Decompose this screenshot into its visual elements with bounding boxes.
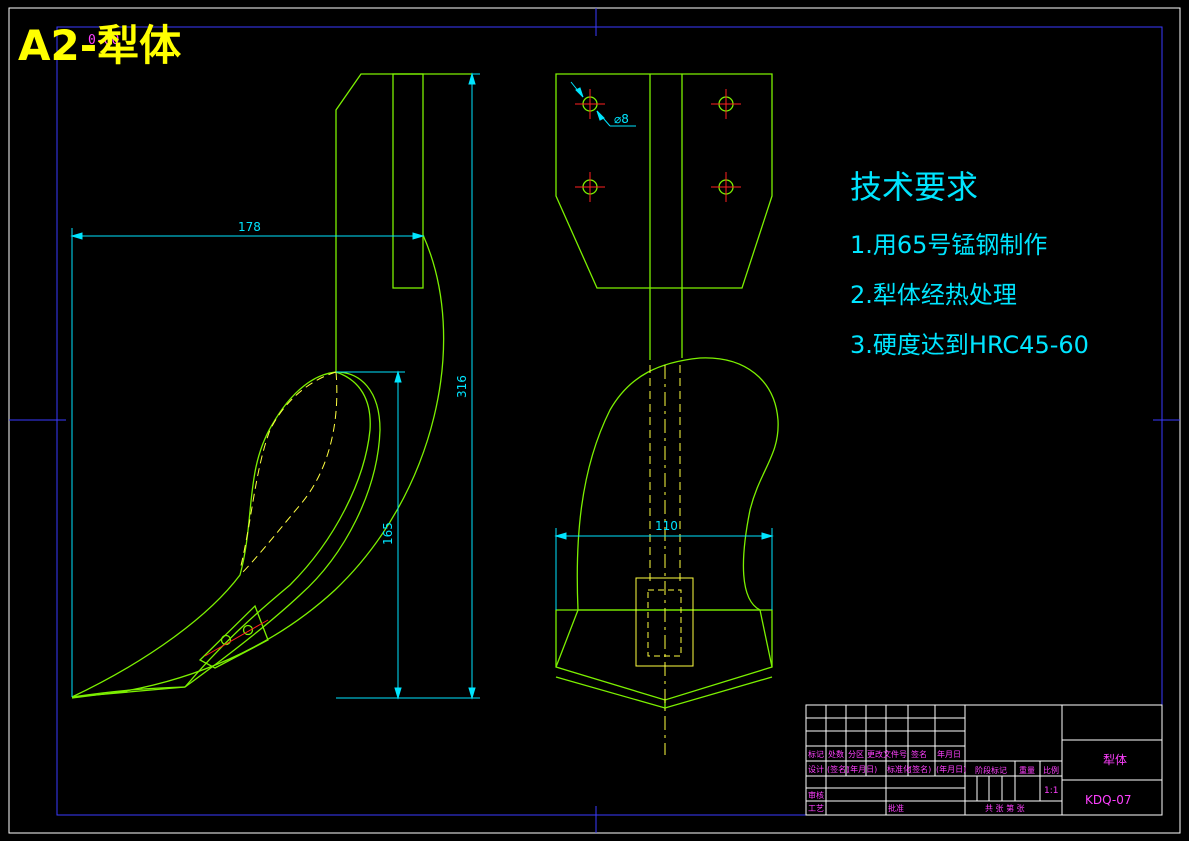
dim-316-arrow-top — [468, 72, 476, 85]
title-block — [805, 704, 1163, 816]
dim-165-arrow-bottom — [394, 687, 402, 700]
hidden-bolt-block-inner — [647, 589, 682, 657]
tb-part-name: 犁体 — [1103, 753, 1127, 767]
dim-178-arrow-right — [412, 232, 425, 240]
dim-165-arrow-top — [394, 370, 402, 383]
tb-stage: 阶段标记 — [975, 765, 1007, 775]
fastening-plate — [198, 604, 269, 669]
tech-item-1: 1.用65号锰钢制作 — [850, 231, 1047, 259]
tb-standard-sign: (签名) — [909, 764, 931, 774]
outer-border — [8, 7, 1181, 834]
dia-arrow-2 — [596, 110, 605, 121]
plate-hole-2 — [242, 624, 254, 636]
hidden-curve-2 — [239, 371, 337, 571]
inner-border — [56, 26, 1163, 816]
sheet-frame — [8, 7, 1181, 834]
dim-316-label: 316 — [455, 375, 469, 398]
tb-design-date: (年月日) — [847, 764, 877, 774]
dim-110-label: 110 — [655, 519, 678, 533]
dim-165-label: 165 — [381, 522, 395, 545]
share-side-left — [555, 609, 579, 668]
tb-drawing-no: KDQ-07 — [1085, 793, 1132, 807]
blade-back-curve — [71, 234, 445, 699]
hole-dia-label: ⌀8 — [614, 112, 629, 126]
shank-outline — [335, 73, 472, 372]
tb-label-change-doc: 更改文件号 — [867, 749, 907, 759]
plate-centerline — [204, 619, 269, 657]
share-outer — [71, 371, 381, 698]
tb-approve: 批准 — [888, 803, 904, 813]
share-tip-inner — [555, 676, 773, 709]
tb-design: 设计 — [808, 764, 824, 774]
tb-weight: 重量 — [1019, 765, 1035, 775]
share-inner — [184, 371, 371, 688]
tb-standard: 标准化 — [887, 764, 911, 774]
hidden-curve-1 — [239, 371, 338, 576]
tb-scale: 比例 — [1043, 765, 1059, 775]
technical-requirements: 技术要求 1.用65号锰钢制作 2.犁体经热处理 3.硬度达到HRC45-60 — [850, 168, 1089, 359]
shank-slot — [392, 73, 424, 289]
tech-item-3: 3.硬度达到HRC45-60 — [850, 331, 1089, 359]
tb-design-sign: (签名) — [827, 764, 849, 774]
front-view-dimensions — [554, 81, 774, 610]
tb-label-zone: 分区 — [848, 750, 864, 759]
dim-110-arrow-left — [554, 532, 567, 540]
dim-110-arrow-right — [761, 532, 774, 540]
share-side-right — [759, 609, 773, 668]
tb-review: 审核 — [808, 790, 824, 800]
tb-sheets: 共 张 第 张 — [985, 803, 1025, 813]
dia-arrow-1 — [575, 87, 584, 98]
tb-label-mark: 标记 — [808, 749, 824, 759]
dim-178-arrow-left — [70, 232, 83, 240]
drawing-title: A2-犁体 — [18, 21, 181, 70]
share-edge — [71, 686, 186, 698]
hidden-bolt-block-outer — [635, 577, 694, 667]
tech-item-2: 2.犁体经热处理 — [850, 281, 1017, 309]
front-view-centerlines — [575, 89, 741, 202]
tb-process: 工艺 — [808, 804, 824, 813]
front-view — [555, 73, 779, 709]
side-view-hidden — [239, 371, 338, 576]
tb-standard-date: (年月日) — [936, 764, 966, 774]
blade-outline — [576, 357, 779, 611]
dim-316-arrow-bottom — [468, 687, 476, 700]
title-block-text: 标记 处数 分区 更改文件号 签名 年月日 设计 (签名) (年月日) 标准化 … — [808, 749, 1132, 813]
title-block-frame — [805, 704, 1163, 816]
side-view-dimensions — [70, 72, 480, 700]
front-view-hidden — [635, 365, 694, 755]
tb-label-date: 年月日 — [937, 749, 961, 759]
share-tip-outer — [555, 609, 773, 701]
tb-label-count: 处数 — [828, 749, 844, 759]
mounting-plate — [555, 73, 773, 289]
side-view-centerlines — [204, 619, 269, 657]
dim-178-label: 178 — [238, 220, 261, 234]
tech-heading: 技术要求 — [850, 168, 978, 206]
tb-scale-value: 1:1 — [1044, 786, 1058, 796]
overlap-text: 0-00 — [88, 33, 119, 48]
tb-label-sign: 签名 — [911, 749, 927, 759]
side-view — [71, 73, 472, 699]
